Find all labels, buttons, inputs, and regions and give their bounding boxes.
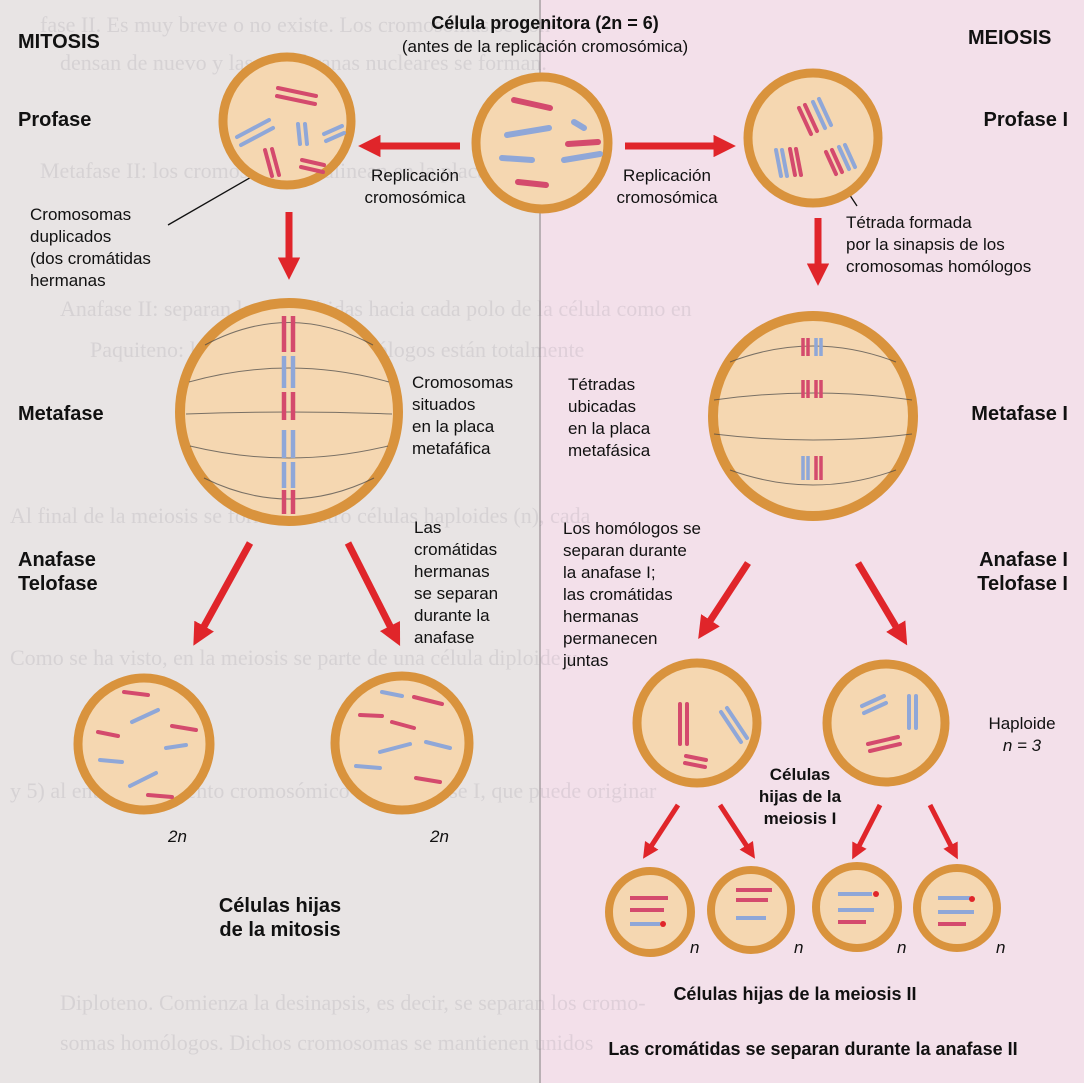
meiosis-header: MEIOSIS	[968, 27, 1052, 49]
mitosis-daughter-cell-right	[330, 671, 474, 815]
mitosis-header: MITOSIS	[18, 31, 100, 53]
meiosisII-daughter-cell-3	[812, 862, 902, 952]
stage-metaphaseI: Metafase I	[971, 403, 1068, 425]
background-text: Anafase II: separan las cromátidas hacia…	[60, 296, 692, 321]
progenitor-cell	[471, 72, 613, 214]
ploidy-label: n	[897, 938, 907, 957]
arrow-meiosis-daughter-right	[854, 561, 908, 646]
arrow-meiosisII-3	[852, 803, 883, 860]
progenitor-subtitle: (antes de la replicación cromosómica)	[401, 37, 689, 56]
arrow-meiosis-daughter-left	[698, 561, 751, 639]
ploidy-label: n	[996, 938, 1006, 957]
mitosis-daughter-cell-left	[73, 673, 215, 815]
stage-metaphase: Metafase	[18, 403, 104, 425]
arrow-meiosisII-1	[643, 803, 681, 859]
ploidy-label: n	[690, 938, 700, 957]
meiosisII-daughter-cell-4	[913, 864, 1001, 952]
progenitor-title: Célula progenitora (2n = 6)	[431, 13, 659, 33]
arrow-meiosisII-2	[717, 803, 755, 859]
meiosisI-daughter-cell-right	[822, 659, 950, 787]
arrow-mitosis-daughter-right	[344, 541, 401, 646]
background-text: Diploteno. Comienza la desinapsis, es de…	[60, 990, 646, 1015]
mitosis-metaphase-cell	[175, 298, 403, 526]
panel-divider	[539, 0, 541, 1083]
arrow-mitosis-daughter-left	[193, 541, 254, 646]
meiosisII-daughter-cell-1	[605, 867, 695, 957]
stage-prophaseI: Profase I	[983, 109, 1068, 131]
meiosisII-daughter-cell-2	[707, 866, 795, 954]
meiosisII-daughters-label: Células hijas de la meiosis II	[673, 984, 917, 1004]
stage-prophase: Profase	[18, 109, 92, 131]
ploidy-label: 2n	[430, 827, 449, 846]
spindle-fibers	[713, 345, 913, 486]
spindle-fibers	[185, 322, 393, 500]
arrow-meiosisII-4	[927, 803, 958, 860]
meiosis-prophaseI-cell	[743, 68, 883, 208]
meiosisI-daughter-cell-left	[632, 658, 762, 788]
background-text: somas homólogos. Dichos cromosomas se ma…	[60, 1030, 594, 1055]
ploidy-label: n	[794, 938, 804, 957]
background-text: Como se ha visto, en la meiosis se parte…	[10, 645, 577, 670]
ploidy-label: 2n	[168, 827, 187, 846]
meiosis-metaphaseI-cell	[708, 311, 918, 521]
background-text: fase II. Es muy breve o no existe. Los c…	[40, 12, 558, 37]
anaphaseII-label: Las cromátidas se separan durante la ana…	[608, 1039, 1018, 1059]
mitosis-prophase-cell	[218, 52, 356, 190]
